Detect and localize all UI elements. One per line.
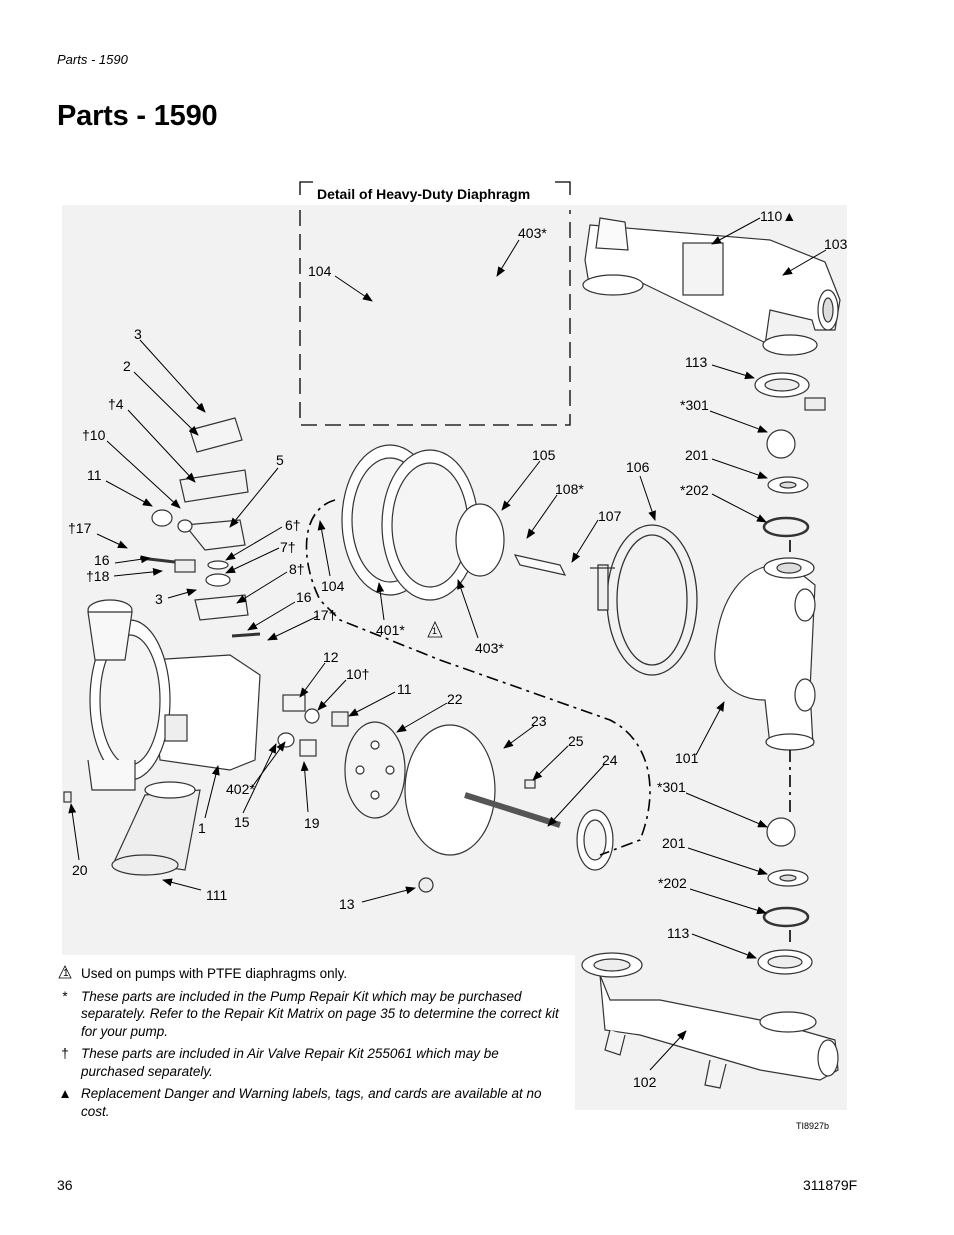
right-column-parts — [754, 372, 826, 538]
callout-202-bottom: *202 — [658, 875, 687, 891]
footnote-pump-repair-kit: * These parts are included in the Pump R… — [57, 988, 562, 1041]
ptfe-note-flag-label: 1 — [432, 626, 437, 636]
callout-201-bottom: 201 — [662, 835, 686, 851]
footnote-text: These parts are included in Air Valve Re… — [81, 1046, 499, 1079]
footnote-text: These parts are included in the Pump Rep… — [81, 988, 559, 1039]
diaphragm-drawings — [341, 444, 567, 601]
callout-20: 20 — [72, 862, 88, 878]
callout-11-lower: 11 — [397, 681, 412, 697]
detail-box-title: Detail of Heavy-Duty Diaphragm — [317, 186, 530, 202]
callout-113-bottom: 113 — [667, 925, 690, 941]
callout-13: 13 — [339, 896, 355, 912]
footnote-text: Replacement Danger and Warning labels, t… — [81, 1086, 542, 1119]
callout-102: 102 — [633, 1074, 657, 1090]
running-header: Parts - 1590 — [57, 52, 128, 67]
callout-25: 25 — [568, 733, 584, 749]
leader-lines — [68, 217, 827, 1071]
callout-labels: 110▲ 103 403* 104 3 2 †4 †10 11 5 †17 16… — [68, 208, 848, 1131]
callout-111: 111 — [206, 887, 227, 903]
callout-105: 105 — [532, 447, 556, 463]
shaft-and-plates-drawing — [63, 694, 614, 893]
callout-101: 101 — [675, 750, 699, 766]
callout-108: 108* — [555, 481, 584, 497]
callout-24: 24 — [602, 752, 618, 768]
callout-16-left: 16 — [94, 552, 110, 568]
inlet-manifold-drawing — [581, 817, 839, 1089]
callout-10-lower: 10† — [346, 666, 369, 682]
callout-106: 106 — [626, 459, 650, 475]
callout-301-bottom: *301 — [657, 779, 686, 795]
callout-403: 403* — [475, 640, 504, 656]
footnote-flag-triangle: 1 — [57, 965, 73, 984]
fluid-cover-drawing — [714, 557, 816, 751]
footnote-air-valve-kit: † These parts are included in Air Valve … — [57, 1045, 562, 1080]
callout-301-top: *301 — [680, 397, 709, 413]
callout-402: 402* — [226, 781, 255, 797]
callout-19: 19 — [304, 815, 320, 831]
callout-23: 23 — [531, 713, 547, 729]
callout-7: 7† — [280, 539, 296, 555]
callout-16-right: 16 — [296, 589, 312, 605]
detail-box: Detail of Heavy-Duty Diaphragm — [299, 181, 571, 426]
footnote-dagger: † — [61, 1046, 69, 1061]
callout-11-top: 11 — [87, 467, 102, 483]
document-number: 311879F — [803, 1177, 858, 1193]
callout-5: 5 — [276, 452, 284, 468]
callout-104: 104 — [321, 578, 345, 594]
callout-3-top: 3 — [134, 326, 142, 342]
callout-8: 8† — [289, 561, 305, 577]
callout-6: 6† — [285, 517, 301, 533]
footnote-asterisk: * — [62, 988, 68, 1004]
footnotes: 1 Used on pumps with PTFE diaphragms onl… — [57, 965, 562, 1125]
callout-107: 107 — [598, 508, 622, 524]
figure-id: TI8927b — [796, 1121, 829, 1131]
callout-18: †18 — [86, 568, 110, 584]
footnote-flag-label: 1 — [63, 968, 69, 979]
callout-403-detail: 403* — [518, 225, 547, 241]
footnote-text: Used on pumps with PTFE diaphragms only. — [81, 966, 348, 981]
callout-113-top: 113 — [685, 354, 708, 370]
callout-110: 110▲ — [760, 208, 796, 224]
callout-201-top: 201 — [685, 447, 709, 463]
callout-17-right: 17† — [313, 607, 336, 623]
callout-103: 103 — [824, 236, 848, 252]
callout-202-top: *202 — [680, 482, 709, 498]
callout-10-top: †10 — [82, 427, 106, 443]
clamp-ring-drawing — [590, 524, 698, 676]
callout-4: †4 — [108, 396, 124, 412]
callout-104-detail: 104 — [308, 263, 332, 279]
outlet-manifold-drawing — [582, 217, 841, 356]
assembly-lines — [305, 499, 791, 945]
ptfe-note-flag: 1 — [427, 621, 443, 638]
page-title: Parts - 1590 — [57, 100, 218, 132]
callout-3-lower: 3 — [155, 591, 163, 607]
callout-2: 2 — [123, 358, 131, 374]
callout-22: 22 — [447, 691, 463, 707]
callout-12: 12 — [323, 649, 339, 665]
footnote-labels: ▲ Replacement Danger and Warning labels,… — [57, 1085, 562, 1120]
center-section-drawing — [87, 417, 261, 791]
footnote-ptfe: 1 Used on pumps with PTFE diaphragms onl… — [57, 965, 562, 983]
callout-15: 15 — [234, 814, 250, 830]
page-number: 36 — [57, 1177, 73, 1193]
callout-17-left: †17 — [68, 520, 92, 536]
muffler-drawing — [111, 781, 201, 876]
footnote-triangle-icon: ▲ — [58, 1086, 72, 1101]
callout-1: 1 — [198, 820, 206, 836]
callout-401: 401* — [376, 622, 405, 638]
